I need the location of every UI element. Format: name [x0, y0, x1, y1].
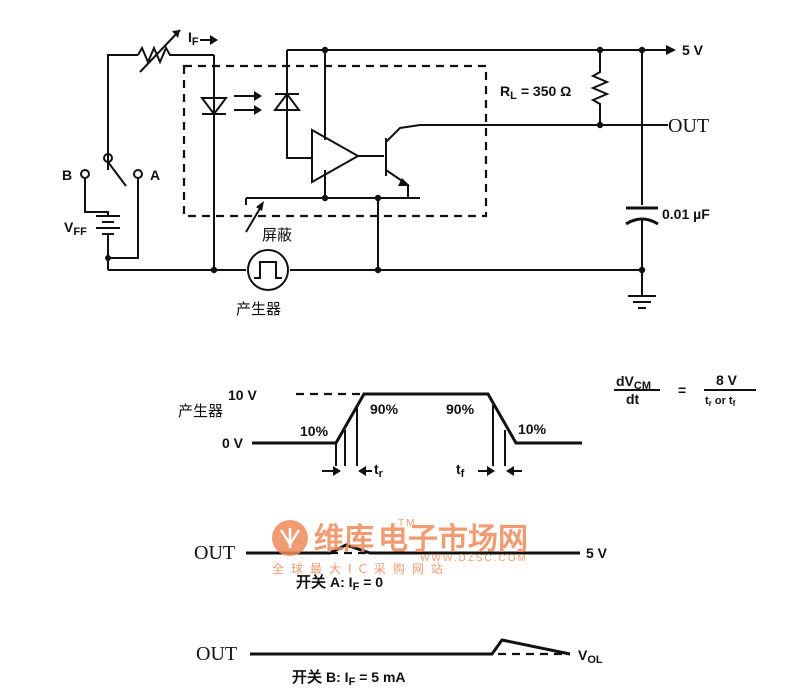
dv-dt-formula: dVCM dt = 8 V tr or tf [614, 372, 756, 408]
pct-90-left: 90% [370, 401, 399, 417]
watermark-title2: 电子市场网 [378, 522, 528, 557]
photodiode-icon [273, 92, 301, 111]
pulse-generator-icon [247, 249, 289, 291]
pct-90-right: 90% [446, 401, 475, 417]
generator-wave-label: 产生器 [178, 402, 223, 420]
watermark-url: WWW.DZSC.COM [420, 553, 528, 564]
led-icon [200, 97, 228, 116]
vff-label: VFF [64, 219, 87, 238]
ground-icon [628, 295, 656, 309]
battery-icon [96, 215, 120, 235]
v-low-label: 0 V [222, 435, 244, 451]
amplifier-icon [311, 128, 361, 184]
formula-rhs-num: 8 V [716, 372, 738, 388]
watermark-sub: 全球最大IC采购网站 [272, 561, 450, 576]
switch-a-label: A [150, 167, 160, 183]
shield-label: 屏蔽 [262, 226, 292, 244]
out-label: OUT [668, 115, 709, 137]
v-high-label: 10 V [228, 387, 257, 403]
out-a-level: 5 V [586, 545, 608, 561]
load-resistor-icon [590, 50, 610, 125]
switch-b-label: B [62, 167, 72, 183]
generator-label: 产生器 [236, 300, 281, 318]
formula-rhs-den: tr or tf [705, 395, 736, 408]
pct-10-right: 10% [518, 421, 547, 437]
pct-10-left: 10% [300, 423, 329, 439]
formula-lhs-den: dt [626, 391, 640, 407]
transistor-icon [385, 124, 600, 198]
generator-waveform: 产生器 10 V 0 V 10% 90% 90% 10% tr tf [178, 387, 582, 480]
out-a-label: OUT [194, 542, 235, 564]
shield-box [182, 64, 488, 218]
current-label: IF [188, 29, 199, 48]
watermark: 维库 电子市场网 TM WWW.DZSC.COM 全球最大IC采购网站 [272, 518, 528, 576]
switch-icon [107, 161, 127, 187]
out-b-label: OUT [196, 643, 237, 665]
cap-label: 0.01 µF [662, 206, 710, 222]
tr-label: tr [374, 461, 384, 480]
watermark-tm: TM [398, 518, 416, 529]
variable-resistor-icon [137, 45, 214, 65]
watermark-title: 维库 [314, 522, 374, 557]
test-circuit: IF 屏蔽 5 V [62, 29, 710, 318]
supply-label: 5 V [682, 42, 704, 58]
rl-label: RL= 350 Ω [500, 83, 571, 102]
out-b-level: VOL [578, 647, 603, 666]
tf-label: tf [456, 461, 465, 480]
formula-eq: = [678, 382, 686, 398]
